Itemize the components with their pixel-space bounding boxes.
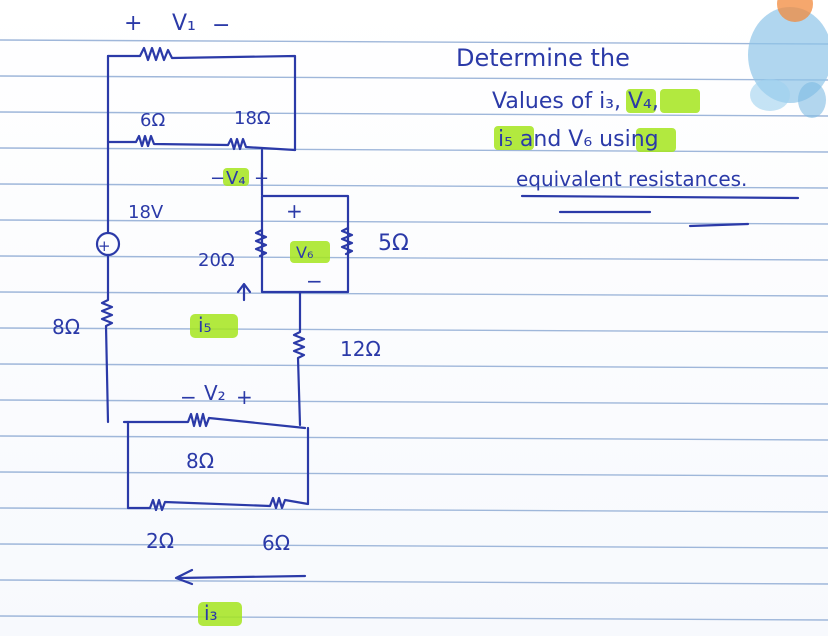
question-line-4: equivalent resistances. — [516, 167, 747, 191]
r6-bottom-label: 6Ω — [262, 531, 290, 555]
resistor-6-18-branch — [106, 134, 297, 152]
resistor-20 — [254, 228, 268, 258]
v2-label: V₂ — [204, 381, 226, 405]
resistor-12 — [292, 290, 306, 427]
v6-label: V₆ — [296, 243, 313, 262]
i3-highlight — [198, 602, 242, 626]
r6-top-label: 6Ω — [140, 110, 165, 131]
extra-underline — [558, 210, 750, 228]
i5-highlight — [190, 314, 238, 338]
r2-label: 2Ω — [146, 529, 174, 553]
i5-arrow — [236, 282, 252, 302]
r20-label: 20Ω — [198, 250, 235, 271]
r8-left-label: 8Ω — [52, 315, 80, 339]
circuit-wires — [95, 46, 800, 586]
resistor-8-left — [100, 253, 114, 424]
resistor-8-mid — [122, 412, 307, 430]
question-line-2: Values of i₃, V₄, — [492, 89, 659, 114]
q-i5-highlight — [494, 126, 534, 150]
r8-mid-label: 8Ω — [186, 449, 214, 473]
q-v4-highlight — [660, 89, 700, 113]
i5-label: i₅ — [198, 313, 212, 337]
ruled-lines — [0, 39, 828, 621]
resistor-v1 — [106, 46, 297, 152]
resistor-5 — [340, 226, 354, 256]
v1-minus-label: − — [212, 13, 230, 38]
highlights — [190, 89, 700, 626]
v1-label: V₁ — [172, 11, 196, 36]
circuit-labels: + V₁ − 6Ω 18Ω − V₄ + 18V + 20Ω + V₆ − 5Ω… — [52, 11, 409, 625]
v4-minus-label: − — [210, 168, 225, 189]
v6-box — [260, 194, 350, 294]
paint-splash — [748, 0, 828, 118]
source-label: 18V — [128, 202, 164, 223]
v6-minus-label: − — [306, 269, 323, 293]
v2-minus-label: − — [180, 385, 197, 409]
question-text: Determine the Values of i₃, V₄, i₅ and V… — [456, 44, 747, 191]
question-line-1: Determine the — [456, 44, 630, 72]
q-v6-highlight — [636, 128, 676, 152]
question-line-3: i₅ and V₆ using — [498, 127, 659, 152]
r18-label: 18Ω — [234, 108, 271, 129]
source-plus-sign: + — [98, 237, 111, 255]
v4-label: V₄ — [226, 168, 246, 189]
r12-label: 12Ω — [340, 337, 381, 361]
v4-highlight — [223, 168, 249, 186]
question-underline — [520, 194, 800, 200]
v6-highlight — [290, 241, 330, 263]
r5-label: 5Ω — [378, 231, 409, 256]
i3-label: i₃ — [204, 601, 218, 625]
q-i3-highlight — [626, 89, 656, 113]
v1-plus-label: + — [124, 11, 142, 36]
v2-plus-label: + — [236, 385, 253, 409]
resistor-2-6-loop — [126, 420, 310, 512]
v4-plus-label: + — [254, 168, 269, 189]
i3-arrow — [174, 568, 307, 586]
v6-plus-label: + — [286, 199, 303, 223]
